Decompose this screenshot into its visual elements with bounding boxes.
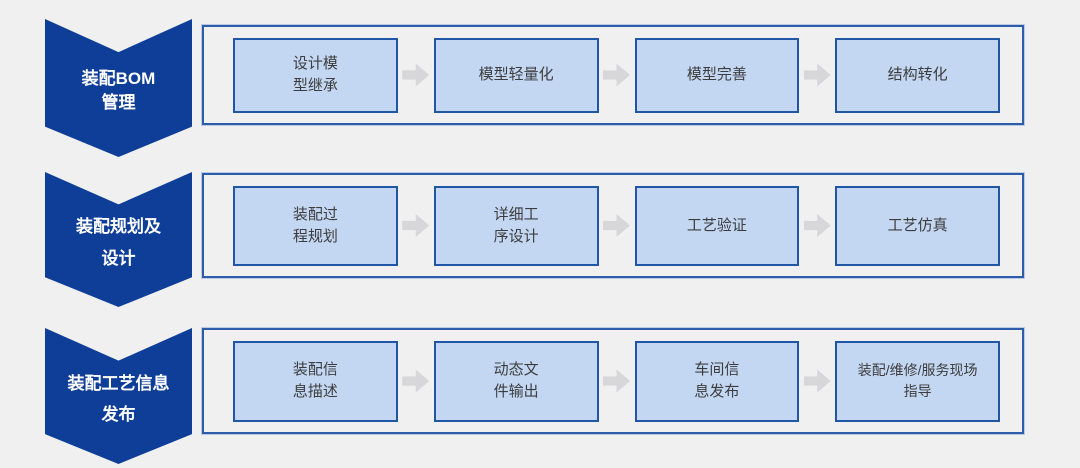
stage-panel-release: 装配信 息描述 动态文 件输出 车间信 息发布 装配/维修/服务现场 指导 [202, 328, 1024, 434]
stage-banner-label: 装配BOM 管理 [81, 69, 156, 112]
process-step: 工艺仿真 [835, 185, 1000, 266]
process-step: 模型轻量化 [433, 37, 599, 113]
stage-banner-label: 装配规划及 设计 [76, 217, 161, 268]
arrow-right-icon [599, 213, 635, 239]
process-step-label: 装配信 息描述 [292, 361, 338, 400]
arrow-right-icon [799, 368, 835, 394]
process-step-label: 模型完善 [686, 66, 747, 84]
stage-banner-label: 装配工艺信息 发布 [67, 373, 170, 424]
stage-banner-planning: 装配规划及 设计 [45, 172, 192, 307]
process-step: 工艺验证 [634, 185, 800, 266]
process-step-label: 工艺验证 [686, 216, 747, 234]
process-step: 模型完善 [634, 37, 800, 113]
arrow-right-icon [398, 62, 434, 88]
process-step: 车间信 息发布 [634, 340, 800, 422]
arrow-right-icon [799, 62, 835, 88]
stage-panel-bom: 设计模 型继承 模型轻量化 模型完善 结构转化 [202, 25, 1024, 125]
process-step-label: 动态文 件输出 [493, 361, 539, 400]
arrow-right-icon [799, 213, 835, 239]
stage-banner-bom: 装配BOM 管理 [45, 19, 192, 157]
process-step-label: 装配/维修/服务现场 指导 [857, 362, 978, 399]
arrow-right-icon [398, 213, 434, 239]
process-step: 装配信 息描述 [233, 340, 398, 422]
process-step: 动态文 件输出 [433, 340, 599, 422]
arrow-right-icon [599, 368, 635, 394]
process-step-label: 模型轻量化 [478, 66, 554, 84]
process-step-label: 工艺仿真 [887, 216, 948, 234]
stage-banner-release: 装配工艺信息 发布 [45, 328, 192, 464]
process-step-label: 结构转化 [887, 66, 948, 84]
process-step: 详细工 序设计 [433, 185, 599, 266]
process-step-label: 详细工 序设计 [493, 205, 539, 245]
process-step-label: 车间信 息发布 [694, 361, 740, 400]
arrow-right-icon [398, 368, 434, 394]
process-step: 设计模 型继承 [233, 37, 398, 113]
process-step-label: 设计模 型继承 [292, 55, 338, 94]
arrow-right-icon [599, 62, 635, 88]
process-step: 装配/维修/服务现场 指导 [835, 340, 1000, 422]
stage-panel-planning: 装配过 程规划 详细工 序设计 工艺验证 工艺仿真 [202, 173, 1024, 278]
process-step-label: 装配过 程规划 [292, 205, 338, 245]
process-step: 装配过 程规划 [233, 185, 398, 266]
process-step: 结构转化 [835, 37, 1000, 113]
